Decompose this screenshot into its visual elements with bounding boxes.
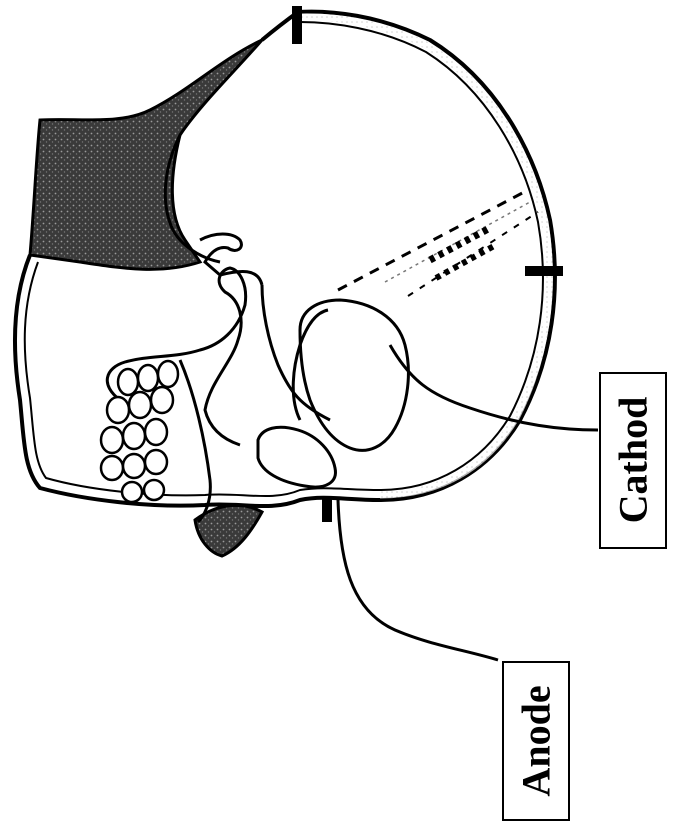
cathode-wire xyxy=(390,345,598,430)
marker-bottom xyxy=(322,496,332,522)
maxilla-contour xyxy=(107,268,245,445)
mandible-contour xyxy=(180,360,210,522)
marker-right xyxy=(525,266,563,276)
anode-label: Anode xyxy=(514,685,559,796)
skull-bone-band xyxy=(300,17,549,495)
cheek-contour xyxy=(262,285,330,420)
cathode-label: Cathod xyxy=(611,397,656,524)
ear-loop xyxy=(258,427,335,487)
anode-wire xyxy=(338,500,498,660)
teeth xyxy=(101,361,178,502)
orbit-loop xyxy=(300,300,408,450)
marker-top xyxy=(292,6,302,44)
electrode-array xyxy=(338,190,538,296)
